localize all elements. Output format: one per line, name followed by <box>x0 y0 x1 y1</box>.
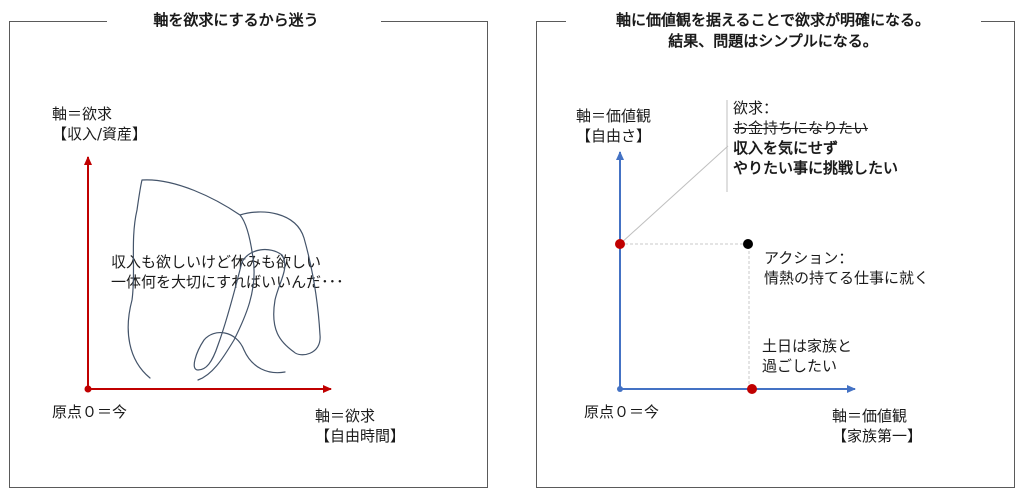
desire-connector-line <box>619 145 729 245</box>
weekend-line1: 土日は家族と <box>762 337 853 355</box>
action-point <box>743 239 753 249</box>
left-panel-frame <box>9 21 488 488</box>
right-x-axis-label-line1: 軸＝価値観 <box>832 407 908 425</box>
action-heading: アクション： <box>764 249 854 267</box>
desire-struck-text: お金持ちになりたい <box>733 119 869 137</box>
left-origin-point <box>84 385 92 393</box>
desire-point <box>615 239 625 249</box>
right-panel-frame <box>536 21 1015 488</box>
right-x-axis-label-line2: 【家族第一】 <box>832 427 923 445</box>
desire-note: 欲求： お金持ちになりたい 収入を気にせず やりたい事に挑戦したい <box>733 98 898 178</box>
right-panel-title-line2: 結果、問題はシンプルになる。 <box>668 32 878 50</box>
right-panel-title: 軸に価値観を据えることで欲求が明確になる。 結果、問題はシンプルになる。 <box>571 10 975 52</box>
left-origin-label: 原点０＝今 <box>52 403 128 421</box>
right-panel-title-line1: 軸に価値観を据えることで欲求が明確になる。 <box>615 11 931 29</box>
action-text: 情熱の持てる仕事に就く <box>764 269 930 287</box>
right-x-axis-label: 軸＝価値観 【家族第一】 <box>832 406 922 446</box>
left-thought-line1: 収入も欲しいけど休みも欲しい <box>111 253 322 271</box>
left-x-axis-label: 軸＝欲求 【自由時間】 <box>315 406 405 446</box>
left-x-axis-label-line2: 【自由時間】 <box>315 427 406 445</box>
weekend-line2: 過ごしたい <box>762 357 838 375</box>
right-y-axis-label-line1: 軸＝価値観 <box>576 107 652 125</box>
left-x-axis-label-line1: 軸＝欲求 <box>315 407 376 425</box>
left-thought-line2: 一体何を大切にすればいいんだ･･･ <box>111 273 344 291</box>
action-note: アクション： 情熱の持てる仕事に就く <box>764 248 929 288</box>
desire-heading: 欲求： <box>733 99 779 117</box>
right-y-axis-label: 軸＝価値観 【自由さ】 <box>576 106 651 146</box>
family-point <box>747 384 757 394</box>
right-origin-point <box>617 386 623 392</box>
weekend-note: 土日は家族と 過ごしたい <box>762 336 852 376</box>
left-y-axis-label: 軸＝欲求 【収入/資産】 <box>52 104 147 144</box>
desire-new-line1: 収入を気にせず <box>733 139 839 157</box>
left-panel-title: 軸を欲求にするから迷う <box>153 11 319 29</box>
right-y-axis-label-line2: 【自由さ】 <box>576 127 652 145</box>
left-y-axis-label-line1: 軸＝欲求 <box>52 105 113 123</box>
desire-new-line2: やりたい事に挑戦したい <box>733 159 899 177</box>
left-y-axis-label-line2: 【収入/資産】 <box>52 125 148 143</box>
left-thought-text: 収入も欲しいけど休みも欲しい 一体何を大切にすればいいんだ･･･ <box>111 252 344 292</box>
right-origin-label: 原点０＝今 <box>584 403 660 421</box>
tangled-thoughts-scribble <box>127 179 321 381</box>
